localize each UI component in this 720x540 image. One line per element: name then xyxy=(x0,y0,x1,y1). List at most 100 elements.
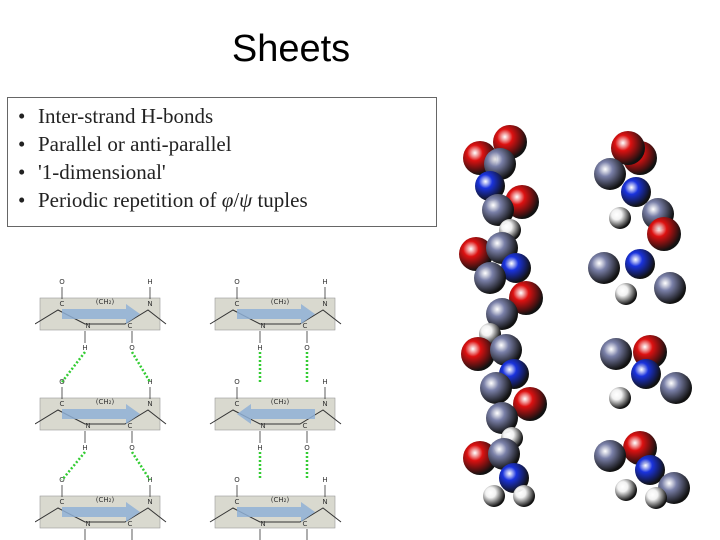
backbone-line xyxy=(209,309,342,325)
hydrogen-label: H xyxy=(147,378,152,386)
nitrogen-atom xyxy=(625,249,655,279)
oxygen-atom xyxy=(513,387,547,421)
strand-arrow xyxy=(62,404,140,424)
backbone-line xyxy=(35,409,167,425)
slash-symbol: / xyxy=(233,188,240,212)
nitrogen-label: N xyxy=(322,300,327,308)
hbond-line xyxy=(130,451,152,481)
carbon-atom xyxy=(594,440,626,472)
oxygen-label: O xyxy=(234,278,240,286)
strand-arrow xyxy=(62,502,140,522)
nitrogen-atom xyxy=(635,455,665,485)
carbon-atom xyxy=(488,438,520,470)
hydrogen-atom xyxy=(513,485,535,507)
nitrogen-atom xyxy=(631,359,661,389)
hydrogen-label: H xyxy=(257,344,262,352)
carbon-atom xyxy=(594,158,626,190)
hydrogen-atom xyxy=(483,485,505,507)
carbon-atom xyxy=(480,372,512,404)
nitrogen-label: N xyxy=(147,400,152,408)
oxygen-atom xyxy=(461,337,495,371)
hbond-line xyxy=(61,451,86,481)
backbone-line xyxy=(35,309,167,325)
nitrogen-label: N xyxy=(147,498,152,506)
strand-arrow xyxy=(237,502,315,522)
hydrogen-label: H xyxy=(147,278,152,286)
ch2-group-label: (CH₂) xyxy=(96,496,115,504)
psi-symbol: ψ xyxy=(239,188,253,212)
carbon-label: C xyxy=(60,400,65,408)
ch2-group-label: (CH₂) xyxy=(96,398,115,406)
carbon-atom xyxy=(490,334,522,366)
backbone-line xyxy=(35,507,167,523)
hydrogen-label: H xyxy=(82,444,87,452)
phi-symbol: φ xyxy=(221,188,234,212)
carbon-atom xyxy=(588,252,620,284)
oxygen-label: O xyxy=(129,344,135,352)
oxygen-label: O xyxy=(304,444,310,452)
carbon-label: C xyxy=(235,300,240,308)
ch2-group-label: (CH₂) xyxy=(271,398,290,406)
carbon-atom xyxy=(482,194,514,226)
nitrogen-label: N xyxy=(322,498,327,506)
oxygen-atom xyxy=(509,281,543,315)
oxygen-atom xyxy=(647,217,681,251)
carbon-label: C xyxy=(303,322,308,330)
nitrogen-label: N xyxy=(260,422,265,430)
ch2-group-label: (CH₂) xyxy=(271,496,290,504)
bullet-box: Inter-strand H-bonds Parallel or anti-pa… xyxy=(7,97,437,227)
carbon-label: C xyxy=(303,422,308,430)
carbon-label: C xyxy=(235,498,240,506)
hydrogen-atom xyxy=(615,479,637,501)
hydrogen-atom xyxy=(645,487,667,509)
oxygen-label: O xyxy=(59,278,65,286)
carbon-atom xyxy=(654,272,686,304)
oxygen-atom xyxy=(459,237,493,271)
ch2-group-label: (CH₂) xyxy=(271,298,290,306)
oxygen-atom xyxy=(611,131,645,165)
backbone-line xyxy=(209,409,342,425)
hydrogen-atom xyxy=(609,387,631,409)
nitrogen-atom xyxy=(501,253,531,283)
bullet-periodic-repetition: Periodic repetition of φ/ψ tuples xyxy=(16,186,436,214)
nitrogen-atom xyxy=(475,171,505,201)
nitrogen-label: N xyxy=(147,300,152,308)
slide-title: Sheets xyxy=(231,28,351,70)
carbon-atom xyxy=(660,372,692,404)
oxygen-label: O xyxy=(234,378,240,386)
carbon-label: C xyxy=(235,400,240,408)
carbon-atom xyxy=(474,262,506,294)
oxygen-label: O xyxy=(304,344,310,352)
strand-arrow xyxy=(62,304,140,324)
hydrogen-label: H xyxy=(322,378,327,386)
hydrogen-label: H xyxy=(322,476,327,484)
hydrogen-label: H xyxy=(322,278,327,286)
bullet-text-prefix: Periodic repetition of xyxy=(38,188,222,212)
ch2-group-label: (CH₂) xyxy=(96,298,115,306)
bullet-one-dimensional: '1-dimensional' xyxy=(16,158,436,186)
carbon-label: C xyxy=(128,322,133,330)
bullet-inter-strand-hbonds: Inter-strand H-bonds xyxy=(16,102,436,130)
carbon-atom xyxy=(486,402,518,434)
hydrogen-atom xyxy=(615,283,637,305)
beta-sheet-diagram: C N N C (CH₂) O H H O C N N C (CH₂) O H H O C N N C (CH₂) O H H O C… xyxy=(35,278,342,540)
bullet-parallel-antiparallel: Parallel or anti-parallel xyxy=(16,130,436,158)
oxygen-label: O xyxy=(129,444,135,452)
nitrogen-label: N xyxy=(322,400,327,408)
carbon-atom xyxy=(486,298,518,330)
nitrogen-label: N xyxy=(85,520,90,528)
hydrogen-label: H xyxy=(257,444,262,452)
carbon-label: C xyxy=(128,520,133,528)
nitrogen-label: N xyxy=(260,520,265,528)
backbone-line xyxy=(209,507,342,523)
carbon-label: C xyxy=(60,300,65,308)
space-filling-models xyxy=(459,125,692,509)
carbon-label: C xyxy=(303,520,308,528)
nitrogen-atom xyxy=(621,177,651,207)
carbon-atom xyxy=(600,338,632,370)
